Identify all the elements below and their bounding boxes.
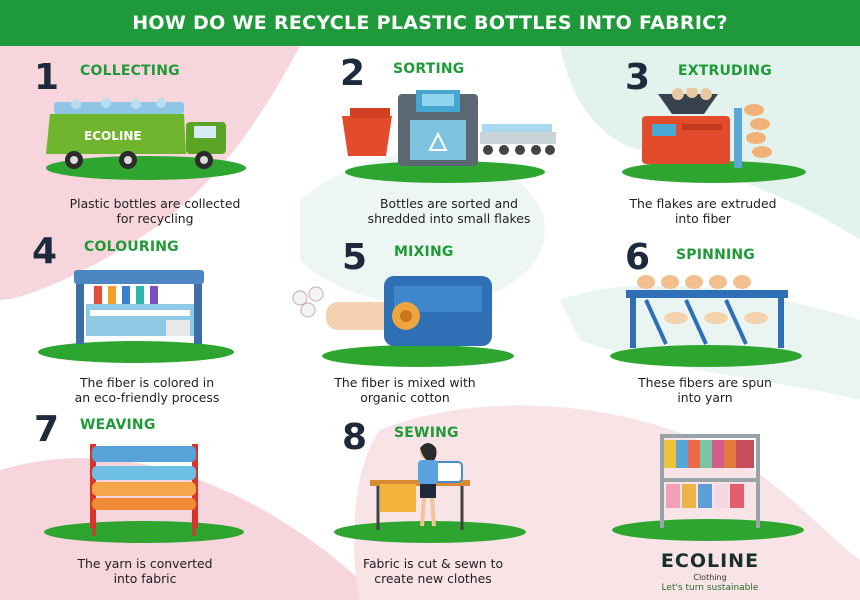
brand-tagline: Let's turn sustainable bbox=[661, 583, 759, 593]
step-number: 8 bbox=[342, 417, 368, 458]
step-caption: Plastic bottles are collected for recycl… bbox=[69, 196, 241, 226]
spinning-machine-icon bbox=[610, 275, 802, 367]
step-number: 4 bbox=[32, 231, 58, 272]
step-number: 2 bbox=[340, 53, 366, 94]
step-title: WEAVING bbox=[80, 417, 156, 433]
brand-logo: ECOLINE Clothing Let's turn sustainable bbox=[610, 550, 810, 594]
garbage-truck-icon: ECOLINE bbox=[46, 98, 246, 180]
step-number: 1 bbox=[34, 57, 60, 98]
clothes-rack-icon bbox=[612, 434, 804, 541]
step-title: COLLECTING bbox=[80, 63, 180, 79]
loom-icon bbox=[44, 444, 244, 543]
sorting-machine-icon bbox=[342, 90, 556, 183]
brand-name: ECOLINE bbox=[660, 550, 760, 572]
step-title: MIXING bbox=[394, 244, 454, 260]
extruder-machine-icon bbox=[622, 88, 806, 183]
step-caption: Bottles are sorted and shredded into sma… bbox=[367, 196, 531, 226]
step-number: 3 bbox=[625, 57, 651, 98]
step-caption: Fabric is cut & sewn to create new cloth… bbox=[362, 556, 504, 586]
step-title: COLOURING bbox=[84, 239, 179, 255]
page-title: HOW DO WE RECYCLE PLASTIC BOTTLES INTO F… bbox=[132, 12, 728, 34]
step-title: SORTING bbox=[393, 61, 465, 77]
step-caption: The yarn is converted into fabric bbox=[77, 556, 213, 586]
step-number: 5 bbox=[342, 237, 368, 278]
truck-logo: ECOLINE bbox=[84, 129, 142, 143]
brand-subtitle: Clothing bbox=[693, 573, 727, 582]
dyeing-machine-icon bbox=[38, 270, 234, 363]
step-title: SEWING bbox=[394, 425, 459, 441]
mixing-machine-icon bbox=[292, 276, 514, 367]
step-title: EXTRUDING bbox=[678, 63, 772, 79]
step-number: 6 bbox=[625, 237, 651, 278]
sewing-woman-icon bbox=[334, 443, 526, 543]
step-number: 7 bbox=[34, 409, 60, 450]
step-caption: The fiber is colored in an eco-friendly … bbox=[74, 375, 220, 405]
step-caption: The fiber is mixed with organic cotton bbox=[334, 375, 476, 405]
step-title: SPINNING bbox=[676, 247, 756, 263]
step-caption: These fibers are spun into yarn bbox=[638, 375, 772, 405]
step-caption: The flakes are extruded into fiber bbox=[629, 196, 777, 226]
header-bar bbox=[0, 0, 860, 46]
